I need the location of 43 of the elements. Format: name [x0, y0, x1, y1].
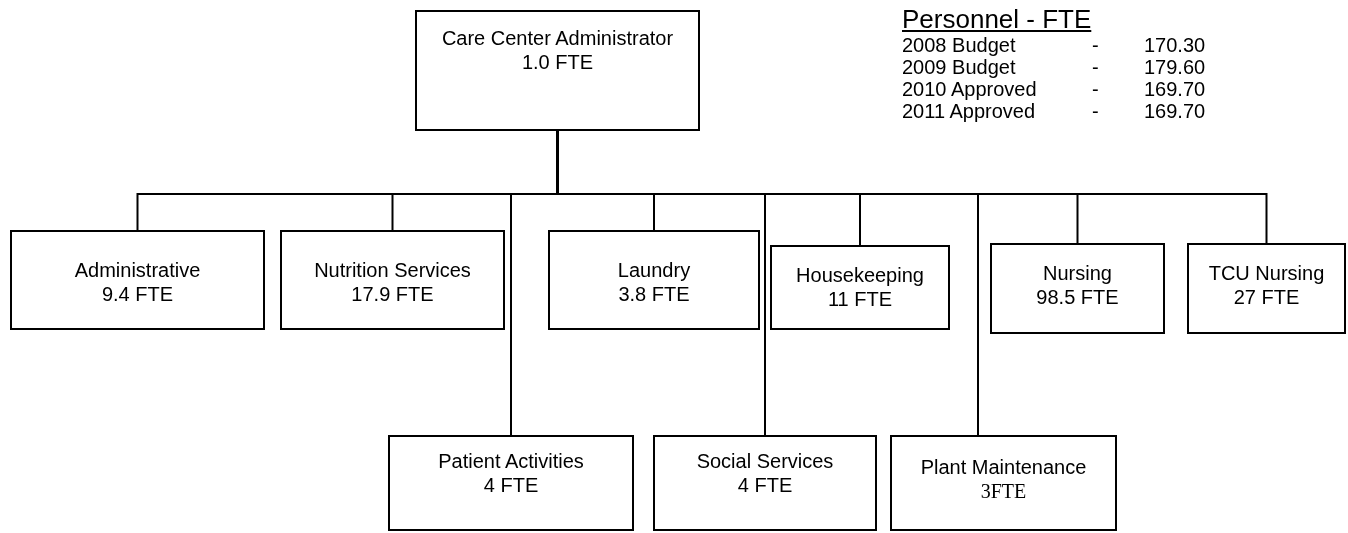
unit-name: Patient Activities [438, 449, 584, 473]
table-title: Personnel - FTE [902, 4, 1093, 34]
org-box [653, 435, 877, 531]
fte-count: 4 FTE [483, 473, 539, 497]
org-box [280, 230, 505, 330]
unit-name: Social Services [696, 449, 834, 473]
fte-value: 179.60 [1144, 56, 1206, 78]
fte-value: 170.30 [1144, 34, 1206, 56]
unit-name: TCU Nursing [1208, 261, 1325, 285]
unit-name: Laundry [617, 258, 691, 282]
year-label: 2008 Budget [902, 34, 1017, 56]
fte-value: 169.70 [1144, 78, 1206, 100]
fte-count: 27 FTE [1233, 285, 1300, 309]
org-box [10, 230, 265, 330]
dash: - [1092, 34, 1100, 56]
fte-count: 1.0 FTE [521, 50, 594, 74]
org-box [548, 230, 760, 330]
unit-name: Plant Maintenance [920, 455, 1087, 479]
org-box [388, 435, 634, 531]
unit-name: Administrative [74, 258, 201, 282]
unit-name: Care Center Administrator [441, 26, 674, 50]
dash: - [1092, 100, 1100, 122]
unit-name: Housekeeping [796, 263, 924, 287]
org-box [770, 245, 950, 330]
year-label: 2011 Approved [902, 100, 1037, 122]
fte-count: 3.8 FTE [618, 282, 690, 306]
org-box [1187, 243, 1346, 334]
dash: - [1092, 56, 1100, 78]
fte-count: 9.4 FTE [101, 282, 174, 306]
org-box [415, 10, 700, 131]
fte-count: 4 FTE [737, 473, 793, 497]
fte-value: 169.70 [1144, 100, 1206, 122]
fte-count: 3FTE [980, 479, 1027, 503]
year-label: 2010 Approved [902, 78, 1038, 100]
org-box [890, 435, 1117, 531]
dash: - [1092, 78, 1100, 100]
unit-name: Nutrition Services [314, 258, 471, 282]
year-label: 2009 Budget [902, 56, 1017, 78]
org-box [990, 243, 1165, 334]
unit-name: Nursing [1043, 261, 1112, 285]
fte-count: 11 FTE [827, 287, 893, 311]
fte-count: 17.9 FTE [351, 282, 434, 306]
fte-count: 98.5 FTE [1036, 285, 1119, 309]
